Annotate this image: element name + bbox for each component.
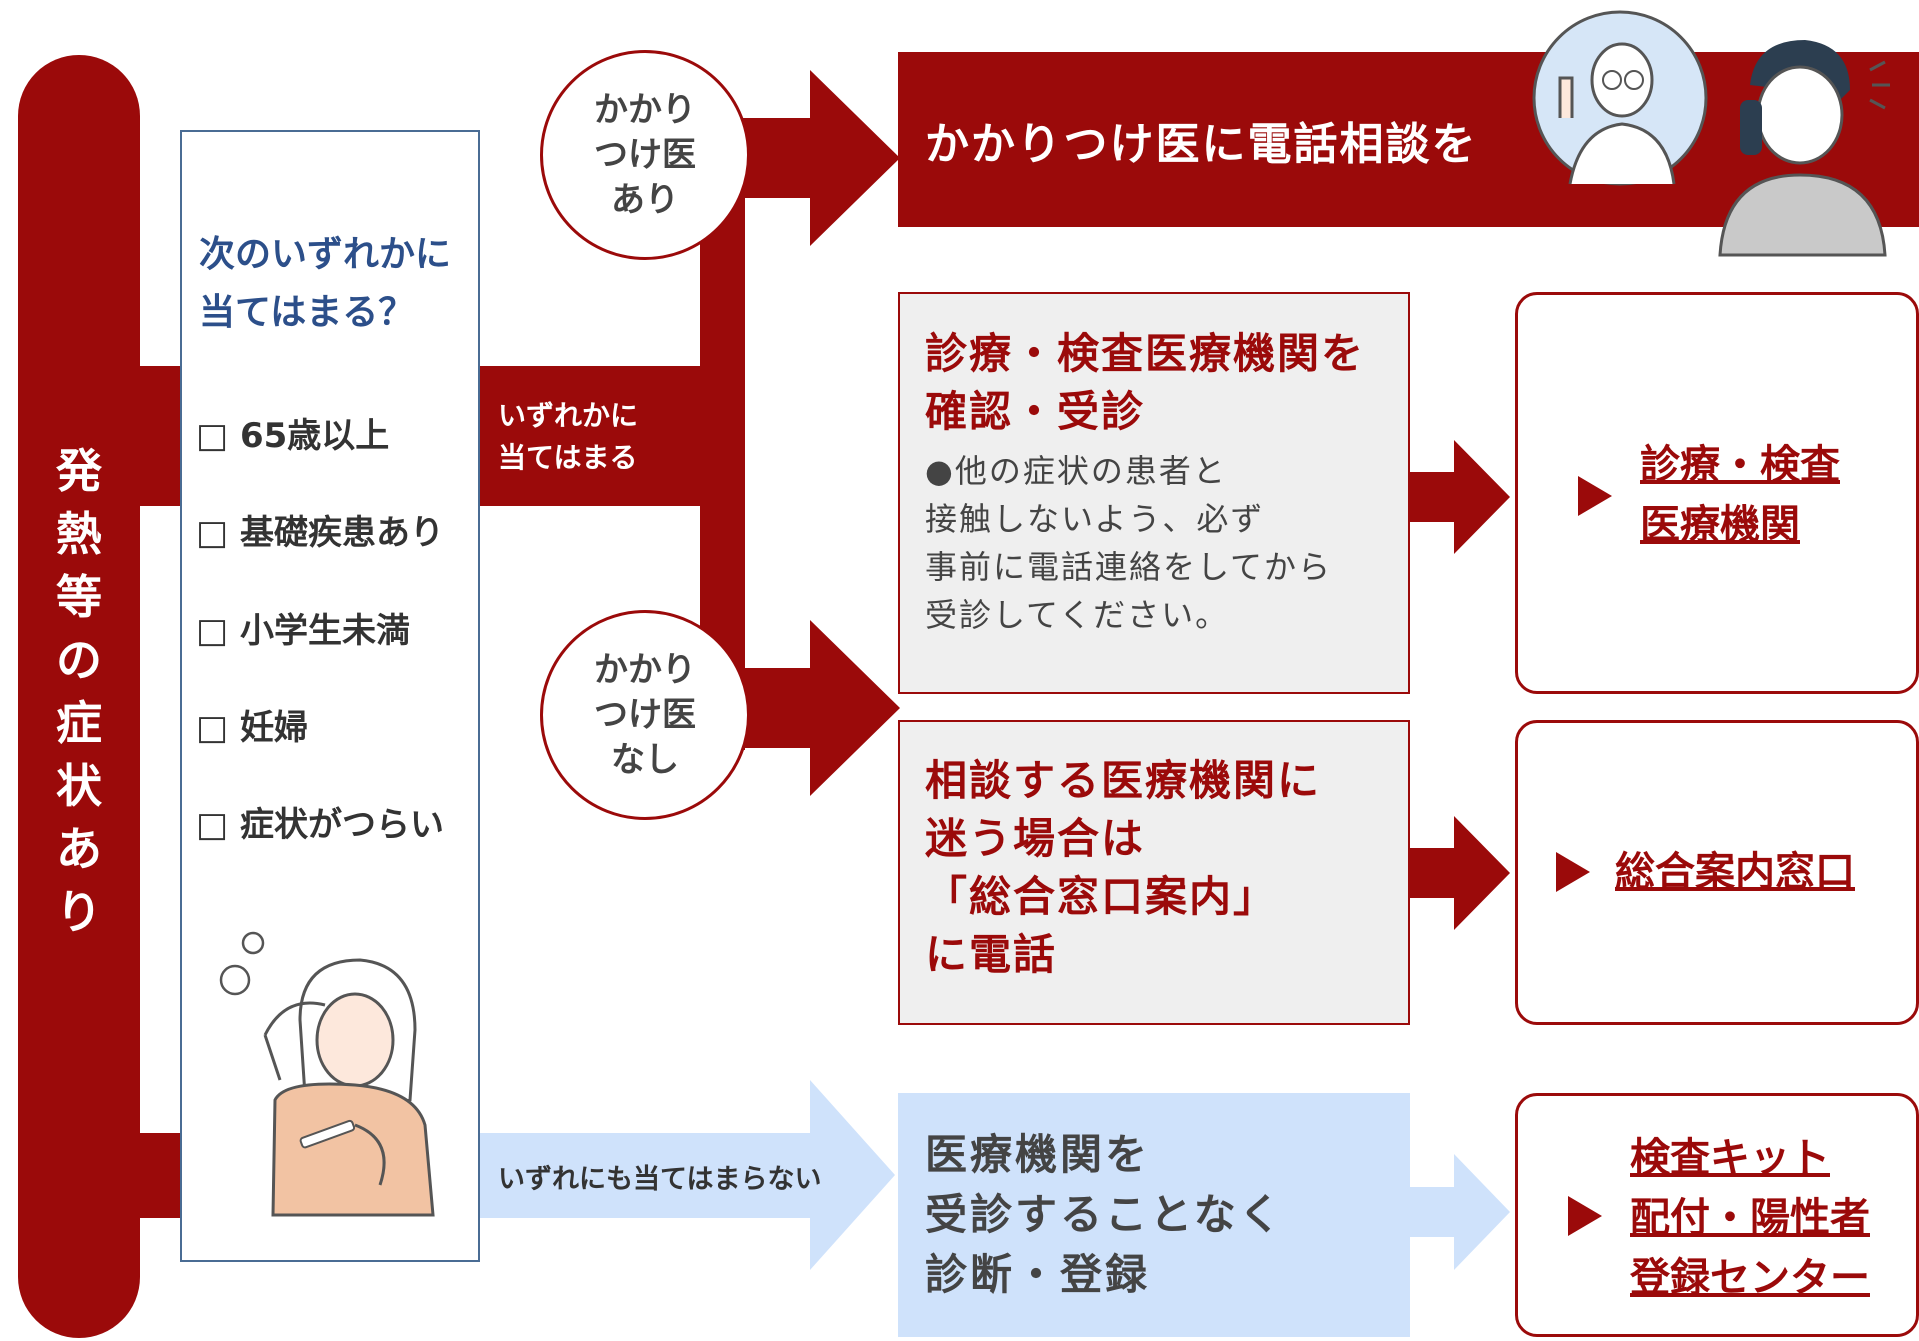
symptom-char: り: [56, 885, 102, 939]
match-connector: [476, 366, 701, 506]
exam-title-line: 確認・受診: [925, 387, 1146, 436]
woman-with-fever-illustration: [219, 931, 435, 1217]
criteria-item: □ 基礎疾患あり: [196, 513, 444, 553]
consult-title-line: 「総合窓口案内」: [925, 872, 1278, 921]
arrow-self: [1408, 1154, 1510, 1270]
test-kit-link-line[interactable]: 配付・陽性者: [1630, 1195, 1870, 1241]
arrow-no-match: [476, 1080, 895, 1270]
criteria-item: □ 妊婦: [196, 708, 308, 748]
match-label-line: いずれかに: [498, 399, 639, 432]
doctor-illustration: [1532, 10, 1708, 186]
self-diagnosis-box: [898, 1093, 1410, 1337]
exam-facility-box: [898, 292, 1410, 694]
self-diagnosis-text: 医療機関を 受診することなく 診断・登録: [925, 1125, 1284, 1305]
triangle-bullet-icon: [1556, 852, 1590, 892]
symptom-pill: [18, 55, 140, 1338]
exam-facility-link-line[interactable]: 診療・検査: [1640, 442, 1840, 488]
criteria-item: □ 症状がつらい: [196, 805, 444, 845]
symptom-char: 等: [56, 570, 102, 624]
consult-text: 相談する医療機関に 迷う場合は 「総合窓口案内」 に電話: [925, 752, 1321, 984]
exam-note-line: 接触しないよう、必ず: [925, 500, 1265, 538]
criteria-question-line: 当てはまる？: [199, 292, 415, 333]
match-label: いずれかに 当てはまる: [498, 395, 638, 479]
consult-box: [898, 720, 1410, 1025]
triangle-bullet-icon: [1568, 1196, 1602, 1236]
arrow-exam: [1408, 440, 1510, 554]
man-on-phone-illustration: [1718, 40, 1890, 257]
match-label-line: 当てはまる: [498, 441, 638, 474]
exam-note-line: ●他の症状の患者と: [925, 452, 1227, 490]
has-doctor-circle: かかり つけ医 あり: [540, 50, 750, 260]
symptom-label: 発 熱 等 の 症 状 あ り: [18, 440, 140, 944]
general-desk-link[interactable]: 総合案内窓口: [1615, 849, 1855, 895]
no-doctor-label: かかり つけ医 なし: [594, 649, 696, 780]
symptom-char: 状: [56, 759, 102, 813]
self-title-line: 診断・登録: [925, 1250, 1151, 1299]
exam-note-line: 受診してください。: [925, 596, 1230, 634]
symptom-char: あ: [56, 822, 102, 876]
exam-title-line: 診療・検査医療機関を: [925, 329, 1366, 378]
exam-facility-text: 診療・検査医療機関を 確認・受診 ●他の症状の患者と 接触しないよう、必ず 事前…: [925, 325, 1365, 639]
criteria-item: □ 小学生未満: [196, 611, 410, 651]
triangle-bullet-icon: [1578, 476, 1612, 516]
self-title-line: 受診することなく: [925, 1190, 1284, 1239]
consult-title-line: 迷う場合は: [925, 814, 1146, 863]
exam-note-line: 事前に電話連絡をしてから: [925, 548, 1333, 586]
arrow-consult: [1408, 816, 1510, 930]
symptom-char: 熱: [56, 507, 102, 561]
test-kit-link-line[interactable]: 検査キット: [1630, 1135, 1830, 1181]
banner-title: かかりつけ医に電話相談を: [925, 119, 1478, 170]
symptom-char: 症: [56, 696, 102, 750]
no-match-label: いずれにも当てはまらない: [498, 1164, 822, 1195]
no-doctor-circle: かかり つけ医 なし: [540, 610, 750, 820]
consult-title-line: 相談する医療機関に: [925, 756, 1322, 805]
symptom-char: の: [56, 633, 102, 687]
criteria-question: 次のいずれかに 当てはまる？: [199, 226, 479, 342]
test-kit-link-line[interactable]: 登録センター: [1630, 1255, 1870, 1301]
symptom-char: 発: [56, 444, 102, 498]
exam-facility-link-line[interactable]: 医療機関: [1640, 502, 1800, 548]
test-kit-link[interactable]: 検査キット 配付・陽性者 登録センター: [1630, 1128, 1870, 1308]
criteria-question-line: 次のいずれかに: [199, 234, 452, 275]
self-title-line: 医療機関を: [925, 1130, 1151, 1179]
has-doctor-label: かかり つけ医 あり: [594, 89, 696, 220]
exam-facility-link[interactable]: 診療・検査 医療機関: [1640, 435, 1840, 555]
consult-title-line: に電話: [925, 930, 1058, 979]
arrow-to-middle: [740, 620, 900, 796]
arrow-to-banner: [740, 70, 900, 246]
criteria-item: □ 65歳以上: [196, 416, 390, 456]
